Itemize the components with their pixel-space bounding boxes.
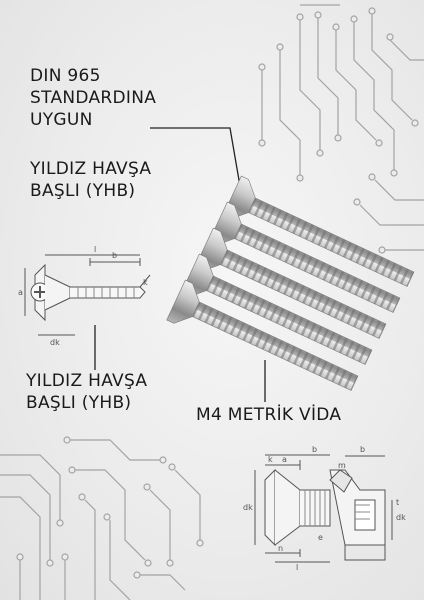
dim-label: b (360, 445, 365, 454)
dim-label: dk (396, 513, 406, 522)
dim-label: l (296, 563, 298, 572)
label-line: YILDIZ HAVŞA (30, 159, 152, 179)
head-type-label-top: YILDIZ HAVŞA BAŞLI (YHB) (30, 158, 151, 202)
dim-label: k (143, 278, 148, 287)
label-line: YILDIZ HAVŞA (26, 371, 148, 391)
dim-label: dk (50, 338, 60, 347)
label-line: BAŞLI (YHB) (30, 181, 136, 201)
standard-label: DIN 965 STANDARDINA UYGUN (30, 65, 156, 131)
leader-line-standard (150, 127, 241, 187)
dim-label: e (318, 533, 323, 542)
label-line: UYGUN (30, 110, 93, 130)
bottom-technical-drawing (254, 454, 393, 563)
dim-label: a (282, 455, 287, 464)
dim-label: b (312, 445, 317, 454)
dim-label: l (94, 245, 96, 254)
left-technical-drawing (24, 254, 151, 336)
dim-label: m (338, 461, 346, 470)
dim-label: k (268, 455, 273, 464)
dim-label: dk (243, 503, 253, 512)
label-line: DIN 965 (30, 66, 101, 86)
dim-label: a (18, 288, 23, 297)
dim-label: t (396, 498, 399, 507)
label-line: STANDARDINA (30, 88, 157, 108)
screw-photo (166, 175, 415, 391)
dim-label: b (112, 251, 117, 260)
head-type-label-left: YILDIZ HAVŞA BAŞLI (YHB) (26, 370, 147, 414)
dim-label: n (278, 544, 283, 553)
label-line: BAŞLI (YHB) (26, 393, 132, 413)
label-line: M4 METRİK VİDA (196, 405, 342, 425)
thread-label: M4 METRİK VİDA (196, 404, 341, 426)
